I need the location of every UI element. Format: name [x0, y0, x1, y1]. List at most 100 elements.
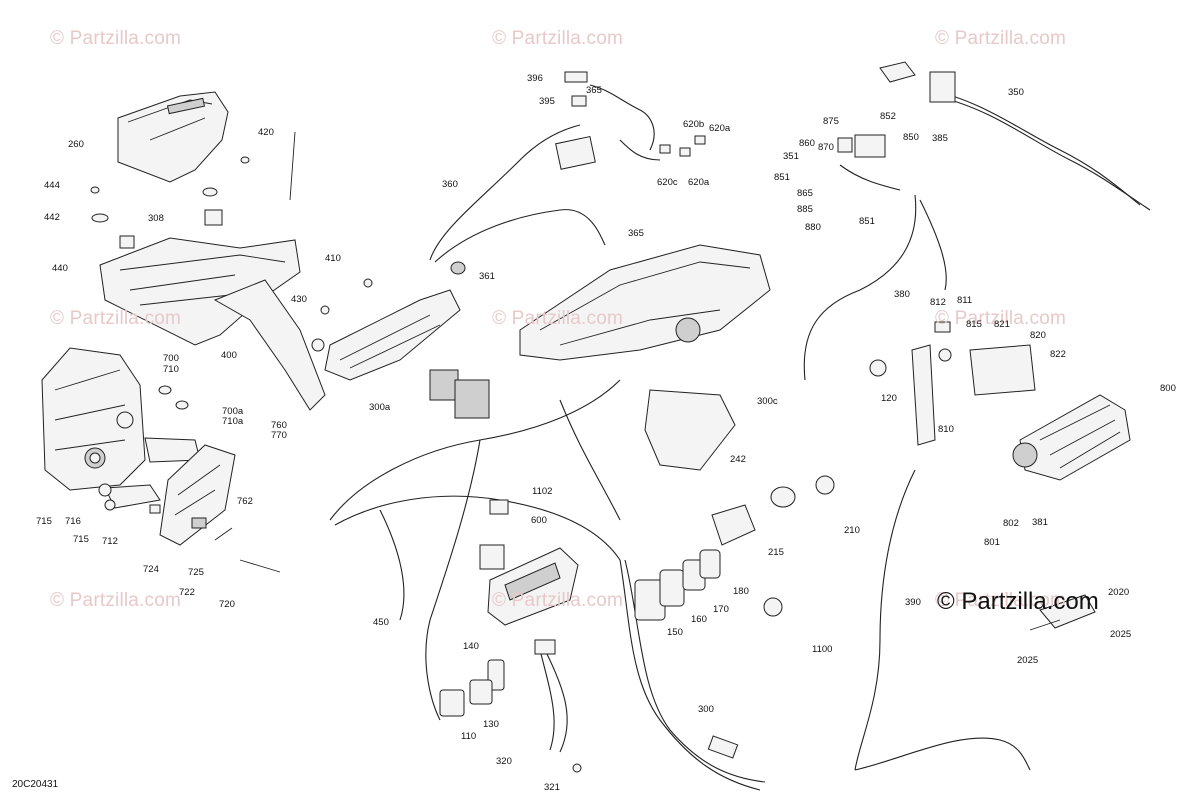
- callout-label[interactable]: 242: [730, 454, 746, 465]
- callout-label[interactable]: 620a: [688, 177, 710, 188]
- callout-label[interactable]: 120: [881, 393, 897, 404]
- bracket-410: [311, 278, 461, 381]
- mount-810: [869, 321, 1036, 446]
- callout-label[interactable]: 380: [894, 289, 910, 300]
- callout-label[interactable]: 170: [713, 604, 729, 615]
- cover-260: [117, 91, 229, 183]
- connectors-110-140: [439, 639, 582, 773]
- callout-label[interactable]: 390: [905, 597, 921, 608]
- callout-label[interactable]: 365: [628, 228, 644, 239]
- callout-label[interactable]: 720: [219, 599, 235, 610]
- callout-label[interactable]: 716: [65, 516, 81, 527]
- callout-label[interactable]: 715: [36, 516, 52, 527]
- callout-label[interactable]: 210: [844, 525, 860, 536]
- watermark: © Partzilla.com: [50, 308, 182, 329]
- callout-label[interactable]: 381: [1032, 517, 1048, 528]
- callout-label[interactable]: 885: [797, 204, 813, 215]
- callout-label[interactable]: 140: [463, 641, 479, 652]
- callout-label[interactable]: 852: [880, 111, 896, 122]
- callout-label[interactable]: 820: [1030, 330, 1046, 341]
- callout-label[interactable]: 860: [799, 138, 815, 149]
- callout-label[interactable]: 1100: [812, 644, 833, 655]
- callout-label[interactable]: 700a: [222, 406, 244, 417]
- callout-label[interactable]: 850: [903, 132, 919, 143]
- callout-label[interactable]: 815: [966, 319, 982, 330]
- callout-label[interactable]: 361: [479, 271, 495, 282]
- callout-label[interactable]: 870: [818, 142, 834, 153]
- watermark: © Partzilla.com: [50, 590, 182, 611]
- callout-label[interactable]: 260: [68, 139, 84, 150]
- callout-label[interactable]: 400: [221, 350, 237, 361]
- callout-label[interactable]: 450: [373, 617, 389, 628]
- callout-label[interactable]: 802: [1003, 518, 1019, 529]
- callout-label[interactable]: 712: [102, 536, 118, 547]
- callout-label[interactable]: 810: [938, 424, 954, 435]
- callout-label[interactable]: 130: [483, 719, 499, 730]
- callout-label[interactable]: 811: [957, 295, 973, 306]
- switches-150-180: [634, 475, 835, 621]
- callout-label[interactable]: 444: [44, 180, 60, 191]
- callout-label[interactable]: 1102: [532, 486, 553, 497]
- callout-label[interactable]: 215: [768, 547, 784, 558]
- callout-label[interactable]: 300a: [369, 402, 391, 413]
- callout-label[interactable]: 180: [733, 586, 749, 597]
- callout-label[interactable]: 420: [258, 127, 274, 138]
- callout-label[interactable]: 722: [179, 587, 195, 598]
- callout-label[interactable]: 300: [698, 704, 714, 715]
- callout-label[interactable]: 395: [539, 96, 555, 107]
- callout-label[interactable]: 351: [783, 151, 799, 162]
- callout-label[interactable]: 762: [237, 496, 253, 507]
- callout-label[interactable]: 360: [442, 179, 458, 190]
- callout-label[interactable]: 812: [930, 297, 946, 308]
- callout-label[interactable]: 410: [325, 253, 341, 264]
- callout-label[interactable]: 620b: [683, 119, 705, 130]
- callout-label[interactable]: 160: [691, 614, 707, 625]
- callout-label[interactable]: 875: [823, 116, 839, 127]
- callout-label[interactable]: 365: [586, 85, 602, 96]
- bulbs-712: [98, 385, 201, 514]
- callout-label[interactable]: 2025: [1110, 629, 1132, 640]
- callout-label[interactable]: 350: [1008, 87, 1024, 98]
- wire-390: [854, 469, 1096, 771]
- callout-label[interactable]: 801: [984, 537, 1000, 548]
- callout-label[interactable]: 822: [1050, 349, 1066, 360]
- watermark: © Partzilla.com: [935, 308, 1067, 329]
- callout-label[interactable]: 300c: [757, 396, 778, 407]
- callout-label[interactable]: 308: [148, 213, 164, 224]
- callout-label[interactable]: 700: [163, 353, 179, 364]
- callout-label[interactable]: 110: [461, 731, 477, 742]
- callout-label[interactable]: 321: [544, 782, 560, 793]
- callout-label[interactable]: 865: [797, 188, 813, 199]
- callout-label[interactable]: 2020: [1108, 587, 1130, 598]
- callout-label[interactable]: 821: [994, 319, 1010, 330]
- watermark: © Partzilla.com: [935, 28, 1067, 49]
- callout-label[interactable]: 430: [291, 294, 307, 305]
- display-600: [487, 547, 579, 626]
- callout-label[interactable]: 710a: [222, 416, 244, 427]
- callout-label[interactable]: 320: [496, 756, 512, 767]
- diagram-code: 20C20431: [12, 779, 59, 790]
- callout-label[interactable]: 440: [52, 263, 68, 274]
- callout-label[interactable]: 880: [805, 222, 821, 233]
- callout-label[interactable]: 150: [667, 627, 683, 638]
- callout-label[interactable]: 851: [859, 216, 875, 227]
- callout-label[interactable]: 620c: [657, 177, 678, 188]
- callout-label[interactable]: 710: [163, 364, 179, 375]
- callout-label[interactable]: 770: [271, 430, 287, 441]
- callout-label[interactable]: 2025: [1017, 655, 1039, 666]
- callout-label[interactable]: 715: [73, 534, 89, 545]
- frame-300c: [519, 244, 771, 471]
- callout-label[interactable]: 800: [1160, 383, 1176, 394]
- callout-label[interactable]: 620a: [709, 123, 731, 134]
- callout-label[interactable]: 725: [188, 567, 204, 578]
- watermark: © Partzilla.com: [50, 28, 182, 49]
- callout-label[interactable]: 385: [932, 133, 948, 144]
- callout-label[interactable]: 724: [143, 564, 159, 575]
- callout-label[interactable]: 760: [271, 420, 287, 431]
- wire-360: [429, 124, 606, 275]
- callout-label[interactable]: 600: [531, 515, 547, 526]
- callout-label[interactable]: 442: [44, 212, 60, 223]
- callout-label[interactable]: 396: [527, 73, 543, 84]
- callout-label[interactable]: 851: [774, 172, 790, 183]
